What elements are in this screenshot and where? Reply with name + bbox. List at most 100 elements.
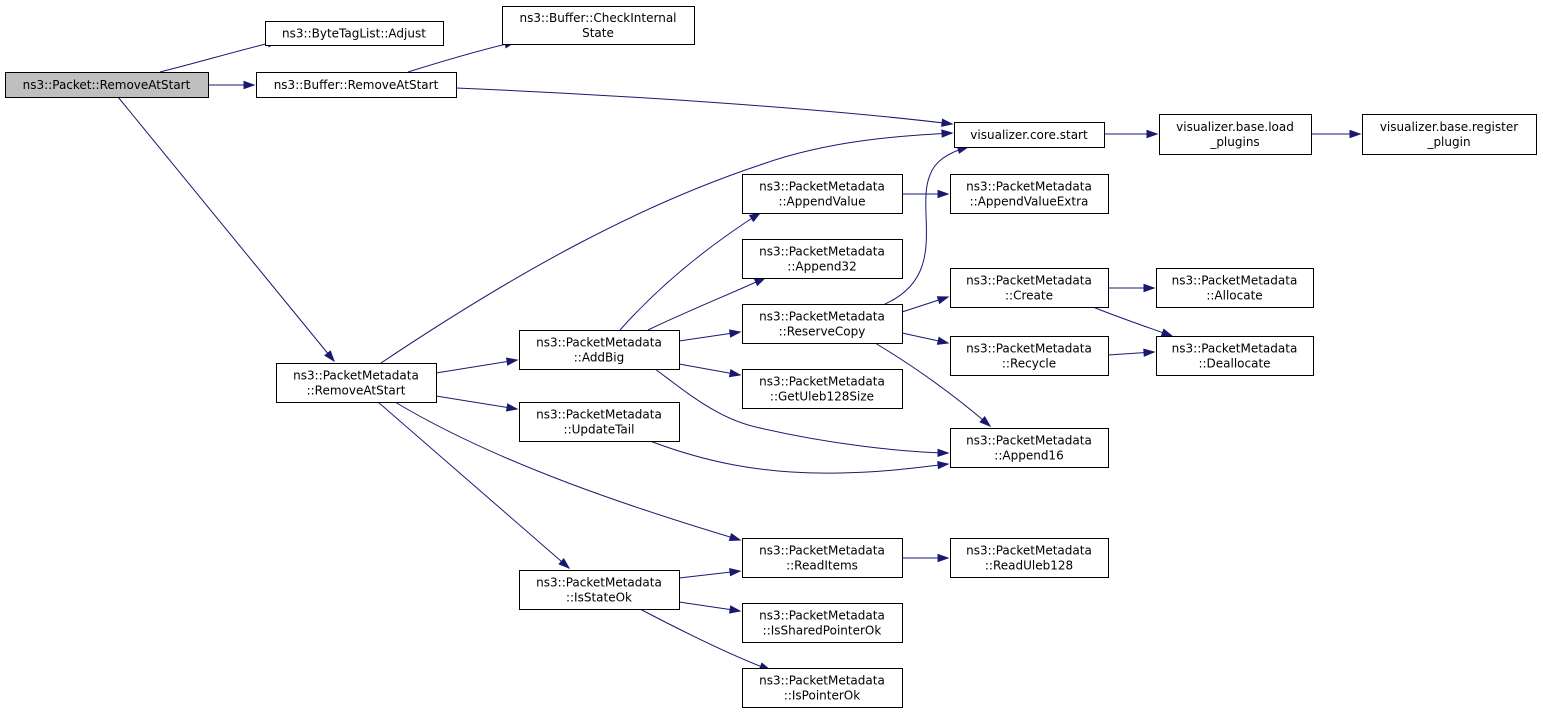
edge-arrowhead — [728, 605, 742, 614]
node-box — [950, 336, 1109, 376]
node-label: ns3::PacketMetadata — [966, 342, 1092, 356]
call-graph-edges — [117, 39, 1362, 671]
node-pm-create[interactable]: ns3::PacketMetadata::Create — [950, 268, 1109, 308]
node-box — [742, 239, 903, 279]
node-pm-updatetail[interactable]: ns3::PacketMetadata::UpdateTail — [519, 402, 680, 442]
node-bytetag-adjust[interactable]: ns3::ByteTagList::Adjust — [265, 21, 444, 46]
node-pm-append-value-extra[interactable]: ns3::PacketMetadata::AppendValueExtra — [950, 174, 1109, 214]
edge-line — [394, 401, 741, 541]
node-pm-append32[interactable]: ns3::PacketMetadata::Append32 — [742, 239, 903, 279]
node-label: ::ReadUleb128 — [985, 559, 1073, 573]
node-label: ::AppendValueExtra — [970, 195, 1089, 209]
node-pm-issharedpointerok[interactable]: ns3::PacketMetadata::IsSharedPointerOk — [742, 603, 903, 643]
node-label: ns3::PacketMetadata — [759, 609, 885, 623]
node-packet-remove[interactable]: ns3::Packet::RemoveAtStart — [5, 72, 209, 98]
edge-arrowhead — [937, 189, 950, 199]
edge-line — [647, 277, 766, 331]
edge-pm_isstateok-to-pm_issharedpointerok — [678, 601, 742, 614]
node-box — [742, 174, 903, 214]
node-pm-deallocate[interactable]: ns3::PacketMetadata::Deallocate — [1156, 336, 1314, 376]
node-box — [256, 72, 457, 98]
node-buffer-remove[interactable]: ns3::Buffer::RemoveAtStart — [256, 72, 457, 98]
node-viz-start[interactable]: visualizer.core.start — [954, 122, 1105, 148]
node-box — [519, 330, 680, 370]
node-pm-append16[interactable]: ns3::PacketMetadata::Append16 — [950, 428, 1109, 468]
node-viz-load[interactable]: visualizer.base.load_plugins — [1159, 114, 1312, 155]
node-label: ::GetUleb128Size — [770, 390, 874, 404]
edge-arrowhead — [937, 460, 950, 470]
edge-arrowhead — [979, 415, 992, 427]
node-label: ::AppendValue — [778, 195, 865, 209]
node-box — [519, 402, 680, 442]
edge-arrowhead — [937, 448, 950, 457]
edge-arrowhead — [505, 403, 519, 412]
node-pm-allocate[interactable]: ns3::PacketMetadata::Allocate — [1156, 268, 1314, 308]
node-label: ns3::PacketMetadata — [966, 434, 1092, 448]
edge-arrowhead — [324, 350, 335, 363]
node-box — [1362, 114, 1537, 155]
node-box — [276, 363, 437, 403]
edge-pm_updatetail-to-pm_append16 — [649, 440, 950, 474]
node-box — [742, 538, 903, 578]
node-label: ::IsPointerOk — [784, 689, 860, 703]
node-box — [742, 304, 903, 344]
edge-line — [884, 146, 969, 305]
node-box — [954, 122, 1105, 148]
node-pm-addbig[interactable]: ns3::PacketMetadata::AddBig — [519, 330, 680, 370]
edge-arrowhead — [941, 129, 954, 138]
edge-pm_reservecopy-to-pm_append16 — [874, 342, 992, 427]
node-pm-readuleb128[interactable]: ns3::PacketMetadata::ReadUleb128 — [950, 538, 1109, 578]
node-box — [519, 570, 680, 610]
node-label: ns3::PacketMetadata — [759, 180, 885, 194]
edge-pm_addbig-to-pm_append_value — [619, 212, 762, 331]
node-label: ns3::PacketMetadata — [966, 544, 1092, 558]
node-pm-recycle[interactable]: ns3::PacketMetadata::Recycle — [950, 336, 1109, 376]
edge-arrowhead — [505, 357, 519, 366]
node-pm-ispointerok[interactable]: ns3::PacketMetadata::IsPointerOk — [742, 668, 903, 708]
node-label: ns3::PacketMetadata — [759, 375, 885, 389]
node-viz-register[interactable]: visualizer.base.register_plugin — [1362, 114, 1537, 155]
edge-arrowhead — [728, 532, 742, 542]
node-label: ns3::Buffer::RemoveAtStart — [274, 78, 439, 92]
node-pm-isstateok[interactable]: ns3::PacketMetadata::IsStateOk — [519, 570, 680, 610]
node-pm-append-value[interactable]: ns3::PacketMetadata::AppendValue — [742, 174, 903, 214]
edge-line — [654, 368, 949, 454]
edge-arrowhead — [243, 80, 256, 90]
edge-line — [435, 359, 518, 374]
edge-arrowhead — [753, 277, 767, 287]
node-label: ns3::PacketMetadata — [759, 245, 885, 259]
node-label: ns3::PacketMetadata — [966, 180, 1092, 194]
node-label: ns3::PacketMetadata — [536, 408, 662, 422]
node-pm-reservecopy[interactable]: ns3::PacketMetadata::ReserveCopy — [742, 304, 903, 344]
node-label: ns3::PacketMetadata — [966, 274, 1092, 288]
edge-pm_removeatstart-to-pm_readitems — [394, 401, 742, 542]
edge-line — [380, 132, 953, 364]
node-box — [950, 174, 1109, 214]
node-label: ::UpdateTail — [564, 423, 635, 437]
edge-line — [117, 96, 335, 362]
node-pm-readitems[interactable]: ns3::PacketMetadata::ReadItems — [742, 538, 903, 578]
edge-packet_remove-to-buffer_remove — [208, 80, 256, 90]
edge-arrowhead — [941, 118, 954, 127]
edge-arrowhead — [558, 557, 571, 569]
node-box — [742, 369, 903, 409]
edge-arrowhead — [728, 329, 742, 338]
node-box — [1156, 336, 1314, 376]
edge-pm_readitems-to-pm_readuleb128 — [902, 553, 950, 563]
edge-line — [159, 40, 279, 73]
edge-arrowhead — [1146, 129, 1159, 139]
node-label: visualizer.core.start — [970, 128, 1088, 142]
node-label: State — [582, 26, 614, 40]
node-label: ns3::Buffer::CheckInternal — [519, 11, 676, 25]
node-label: ::Allocate — [1206, 289, 1262, 303]
node-label: ::ReadItems — [786, 559, 858, 573]
node-box — [1156, 268, 1314, 308]
node-pm-removeatstart[interactable]: ns3::PacketMetadata::RemoveAtStart — [276, 363, 437, 403]
node-label: ns3::PacketMetadata — [536, 576, 662, 590]
edge-arrowhead — [1349, 129, 1362, 139]
node-pm-getuleb128size[interactable]: ns3::PacketMetadata::GetUleb128Size — [742, 369, 903, 409]
node-label: ns3::PacketMetadata — [759, 674, 885, 688]
edge-buffer_remove-to-viz_start — [455, 87, 954, 127]
